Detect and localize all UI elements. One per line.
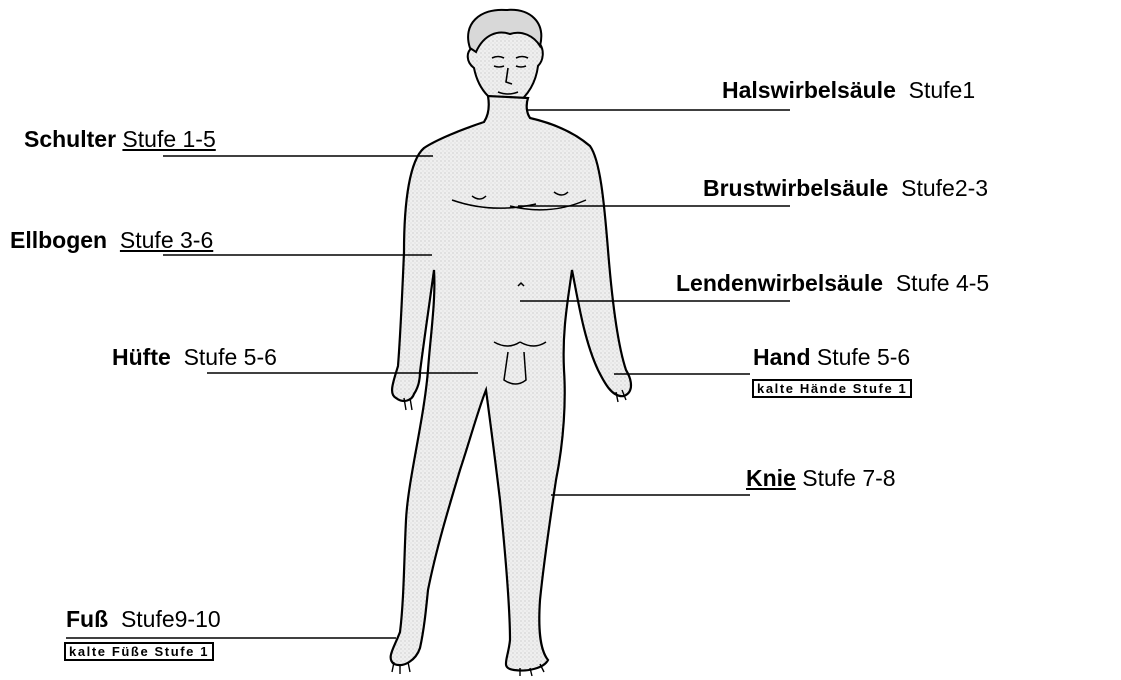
label-stage: Stufe 5-6: [817, 344, 910, 370]
label-lendenwirbelsaeule: Lendenwirbelsäule Stufe 4-5: [676, 270, 989, 296]
label-stage: Stufe1: [909, 77, 976, 103]
label-part: Halswirbelsäule: [722, 77, 896, 103]
label-part: Brustwirbelsäule: [703, 175, 888, 201]
label-ellbogen: Ellbogen Stufe 3-6: [10, 227, 213, 253]
label-part: Fuß: [66, 606, 108, 632]
label-stage: Stufe2-3: [901, 175, 988, 201]
label-halswirbelsaeule: Halswirbelsäule Stufe1: [722, 77, 975, 103]
label-knie: Knie Stufe 7-8: [746, 465, 896, 491]
label-part: Schulter: [24, 126, 116, 152]
label-schulter: Schulter Stufe 1-5: [24, 126, 216, 152]
label-part: Hand: [753, 344, 811, 370]
note-kalte-fuesse: kalte Füße Stufe 1: [64, 642, 214, 661]
label-stage: Stufe 7-8: [802, 465, 895, 491]
label-huefte: Hüfte Stufe 5-6: [112, 344, 277, 370]
label-part: Knie: [746, 465, 796, 491]
label-part: Hüfte: [112, 344, 171, 370]
label-stage: Stufe9-10: [121, 606, 221, 632]
label-stage: Stufe 5-6: [184, 344, 277, 370]
label-brustwirbelsaeule: Brustwirbelsäule Stufe2-3: [703, 175, 988, 201]
label-stage: Stufe 4-5: [896, 270, 989, 296]
label-hand: Hand Stufe 5-6: [753, 344, 910, 370]
label-part: Ellbogen: [10, 227, 107, 253]
label-fuss: Fuß Stufe9-10: [66, 606, 221, 632]
label-part: Lendenwirbelsäule: [676, 270, 883, 296]
label-stage: Stufe 3-6: [120, 227, 213, 253]
note-kalte-haende: kalte Hände Stufe 1: [752, 379, 912, 398]
label-stage: Stufe 1-5: [122, 126, 215, 152]
